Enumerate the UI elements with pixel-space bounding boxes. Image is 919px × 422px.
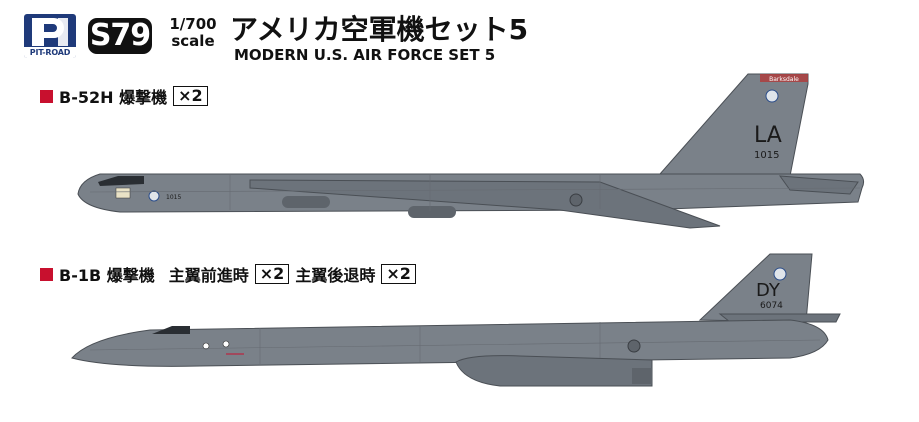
red-square-icon bbox=[40, 89, 53, 103]
brand-name: PIT-ROAD bbox=[24, 47, 76, 58]
national-insignia-icon bbox=[569, 193, 583, 207]
kit-name: B-1B 爆撃機 bbox=[59, 266, 155, 285]
b52-aircraft-illustration: Barksdale LA 1015 1015 bbox=[77, 73, 865, 229]
brand-logo: PIT-ROAD bbox=[24, 14, 76, 58]
scale-label: 1/700 scale bbox=[165, 16, 221, 50]
b1b-aircraft-illustration: DY 6074 bbox=[71, 253, 841, 387]
tail-code: DY bbox=[756, 280, 781, 301]
nose-number: 1015 bbox=[166, 194, 181, 201]
tail-number: 6074 bbox=[760, 301, 783, 311]
nose-art-icon bbox=[115, 187, 131, 199]
fin-band-text: Barksdale bbox=[769, 76, 799, 83]
product-code: S79 bbox=[88, 18, 152, 54]
title-english: MODERN U.S. AIR FORCE SET 5 bbox=[234, 46, 496, 64]
national-insignia-icon bbox=[627, 339, 641, 353]
kit-name: B-52H 爆撃機 bbox=[59, 88, 168, 107]
unit-badge-icon bbox=[773, 267, 787, 281]
red-square-icon bbox=[40, 267, 53, 281]
pit-road-p-icon bbox=[32, 18, 68, 46]
kit-label-b52: B-52H 爆撃機 ×2 bbox=[40, 84, 208, 108]
scale-number: 1/700 bbox=[169, 15, 217, 33]
quantity-badge: ×2 bbox=[173, 86, 208, 106]
unit-badge-icon bbox=[765, 89, 779, 103]
quantity-badge: ×2 bbox=[381, 264, 416, 284]
tail-number: 1015 bbox=[754, 150, 779, 161]
variant-label: 主翼後退時 bbox=[295, 266, 376, 285]
command-badge-icon bbox=[148, 190, 160, 202]
variant-label: 主翼前進時 bbox=[168, 266, 249, 285]
tail-code: LA bbox=[754, 123, 782, 148]
scale-word: scale bbox=[171, 32, 215, 50]
kit-label-b1b: B-1B 爆撃機 主翼前進時 ×2 主翼後退時 ×2 bbox=[40, 262, 416, 286]
quantity-badge: ×2 bbox=[254, 264, 290, 284]
title-japanese: アメリカ空軍機セット5 bbox=[230, 13, 529, 46]
